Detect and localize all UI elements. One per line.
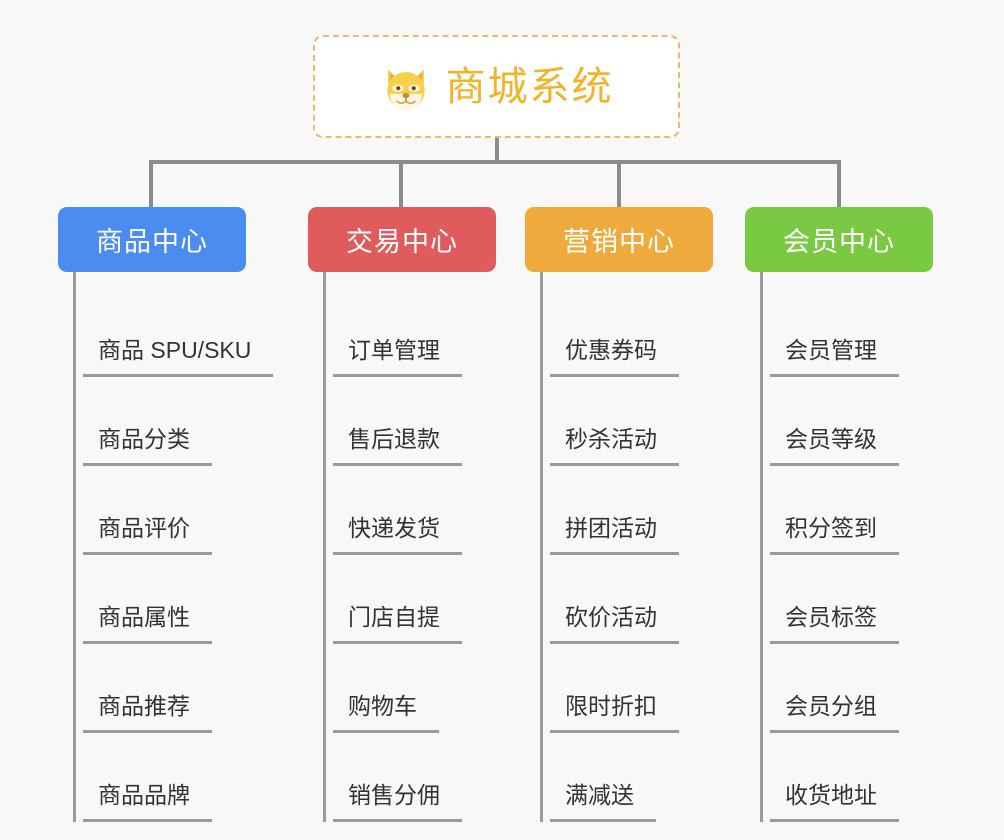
column-title: 商品中心 — [96, 227, 208, 257]
list-item[interactable]: 商品品牌 — [80, 733, 246, 822]
connector-root-stem — [495, 138, 499, 163]
list-item-label: 销售分佣 — [333, 776, 462, 822]
list-item-label: 优惠券码 — [550, 331, 679, 377]
list-item[interactable]: 砍价活动 — [547, 555, 713, 644]
root-title: 商城系统 — [445, 64, 614, 109]
list-item[interactable]: 秒杀活动 — [547, 377, 713, 466]
list-item-label: 订单管理 — [333, 331, 462, 377]
list-item[interactable]: 限时折扣 — [547, 644, 713, 733]
column-header-marketing-center[interactable]: 营销中心 — [525, 207, 713, 272]
column-title: 交易中心 — [346, 227, 458, 257]
list-item[interactable]: 会员分组 — [767, 644, 933, 733]
list-item-label: 商品推荐 — [83, 687, 212, 733]
list-item-label: 商品分类 — [83, 420, 212, 466]
list-item-label: 会员管理 — [770, 331, 899, 377]
column-items: 优惠券码 秒杀活动 拼团活动 砍价活动 限时折扣 满减送 — [540, 272, 713, 822]
list-item-label: 满减送 — [550, 776, 656, 822]
column-header-product-center[interactable]: 商品中心 — [58, 207, 246, 272]
list-item[interactable]: 售后退款 — [330, 377, 496, 466]
list-item[interactable]: 优惠券码 — [547, 288, 713, 377]
column-items: 会员管理 会员等级 积分签到 会员标签 会员分组 收货地址 — [760, 272, 933, 822]
connector-drop-2 — [399, 160, 403, 207]
list-item-label: 拼团活动 — [550, 509, 679, 555]
list-item[interactable]: 销售分佣 — [330, 733, 496, 822]
list-item[interactable]: 商品推荐 — [80, 644, 246, 733]
list-item-label: 商品评价 — [83, 509, 212, 555]
list-item-label: 售后退款 — [333, 420, 462, 466]
list-item-label: 商品属性 — [83, 598, 212, 644]
connector-horizontal-bus — [149, 160, 841, 164]
list-item-label: 快递发货 — [333, 509, 462, 555]
list-item-label: 会员等级 — [770, 420, 899, 466]
column-items: 商品 SPU/SKU 商品分类 商品评价 商品属性 商品推荐 商品品牌 — [73, 272, 274, 822]
connector-drop-3 — [617, 160, 621, 207]
list-item-label: 积分签到 — [770, 509, 899, 555]
column-marketing-center: 营销中心 优惠券码 秒杀活动 拼团活动 砍价活动 限时折扣 满减送 — [525, 207, 713, 822]
list-item-label: 会员标签 — [770, 598, 899, 644]
column-member-center: 会员中心 会员管理 会员等级 积分签到 会员标签 会员分组 收货地址 — [745, 207, 933, 822]
list-item-label: 秒杀活动 — [550, 420, 679, 466]
connector-drop-1 — [149, 160, 153, 207]
column-header-trade-center[interactable]: 交易中心 — [308, 207, 496, 272]
list-item-label: 购物车 — [333, 687, 439, 733]
list-item-label: 砍价活动 — [550, 598, 679, 644]
list-item[interactable]: 商品属性 — [80, 555, 246, 644]
dog-face-icon — [380, 63, 432, 115]
list-item[interactable]: 快递发货 — [330, 466, 496, 555]
list-item[interactable]: 收货地址 — [767, 733, 933, 822]
list-item[interactable]: 订单管理 — [330, 288, 496, 377]
list-item-label: 限时折扣 — [550, 687, 679, 733]
connector-drop-4 — [837, 160, 841, 207]
list-item[interactable]: 门店自提 — [330, 555, 496, 644]
list-item-label: 商品 SPU/SKU — [83, 331, 274, 377]
list-item[interactable]: 购物车 — [330, 644, 496, 733]
column-items: 订单管理 售后退款 快递发货 门店自提 购物车 销售分佣 — [323, 272, 496, 822]
column-title: 会员中心 — [783, 227, 895, 257]
list-item[interactable]: 会员等级 — [767, 377, 933, 466]
list-item[interactable]: 满减送 — [547, 733, 713, 822]
column-trade-center: 交易中心 订单管理 售后退款 快递发货 门店自提 购物车 销售分佣 — [308, 207, 496, 822]
column-product-center: 商品中心 商品 SPU/SKU 商品分类 商品评价 商品属性 商品推荐 商品品牌 — [58, 207, 274, 822]
list-item[interactable]: 商品评价 — [80, 466, 246, 555]
list-item[interactable]: 拼团活动 — [547, 466, 713, 555]
root-node[interactable]: 商城系统 — [313, 35, 680, 138]
list-item-label: 会员分组 — [770, 687, 899, 733]
list-item[interactable]: 会员管理 — [767, 288, 933, 377]
list-item[interactable]: 商品分类 — [80, 377, 246, 466]
list-item-label: 商品品牌 — [83, 776, 212, 822]
column-title: 营销中心 — [563, 227, 675, 257]
column-header-member-center[interactable]: 会员中心 — [745, 207, 933, 272]
list-item[interactable]: 积分签到 — [767, 466, 933, 555]
list-item[interactable]: 会员标签 — [767, 555, 933, 644]
list-item-label: 门店自提 — [333, 598, 462, 644]
list-item-label: 收货地址 — [770, 776, 899, 822]
list-item[interactable]: 商品 SPU/SKU — [80, 288, 274, 377]
